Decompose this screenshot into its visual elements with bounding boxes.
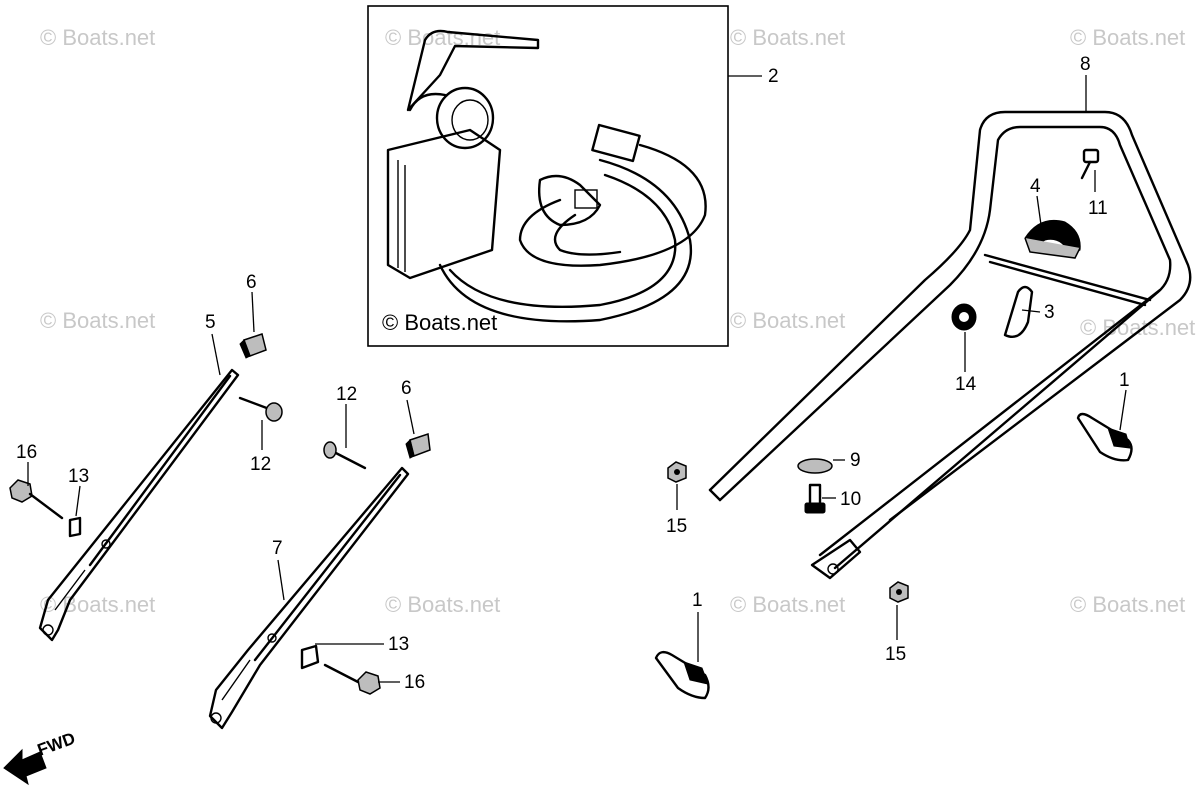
part-1-clamp-lever-left (654, 650, 710, 700)
label-part-6: 6 (401, 378, 412, 399)
label-part-13: 13 (388, 634, 409, 655)
part-5-rod (38, 368, 240, 642)
part-12-bolt-right (323, 441, 367, 470)
label-part-6: 6 (246, 272, 257, 293)
watermark: © Boats.net (1070, 25, 1185, 50)
label-part-10: 10 (840, 489, 861, 510)
part-1-clamp-lever-right (1076, 412, 1133, 462)
label-part-14: 14 (955, 374, 977, 395)
inset-box: © Boats.net (367, 5, 729, 347)
leader-lines (27, 75, 1127, 683)
part-12-bolt-left (238, 396, 283, 422)
watermark: © Boats.net (385, 592, 500, 617)
part-labels: 2 8 4 11 3 14 1 9 10 15 1 15 5 6 6 12 12… (16, 54, 1130, 693)
watermark: © Boats.net (1080, 315, 1195, 340)
watermark-layer: © Boats.net © Boats.net © Boats.net © Bo… (40, 25, 1195, 617)
watermark: © Boats.net (1070, 592, 1185, 617)
watermark: © Boats.net (730, 308, 845, 333)
label-part-5: 5 (205, 312, 216, 333)
part-13-clip-left (68, 516, 82, 538)
label-part-3: 3 (1044, 302, 1055, 323)
label-part-9: 9 (850, 450, 861, 471)
label-part-11: 11 (1088, 198, 1108, 219)
label-part-1: 1 (1119, 370, 1130, 391)
part-14-grommet (951, 303, 977, 331)
label-part-13: 13 (68, 466, 89, 487)
watermark: © Boats.net (730, 25, 845, 50)
label-part-4: 4 (1030, 176, 1041, 197)
part-3-clip (1003, 285, 1034, 339)
label-part-15: 15 (666, 516, 687, 537)
watermark: © Boats.net (40, 25, 155, 50)
part-7-rod (208, 466, 410, 730)
label-part-8: 8 (1080, 54, 1091, 75)
part-15-nut-upper (667, 461, 687, 483)
part-4-clamp (1024, 219, 1081, 259)
fwd-indicator: FWD (3, 729, 78, 786)
part-13-clip-right (300, 644, 320, 670)
label-part-12: 12 (250, 454, 271, 475)
part-16-bolt-right (323, 663, 381, 695)
label-part-12: 12 (336, 384, 357, 405)
watermark: © Boats.net (730, 592, 845, 617)
label-part-16: 16 (404, 672, 425, 693)
handle-frame (708, 110, 1192, 580)
part-11-bolt (1080, 148, 1100, 180)
label-part-2: 2 (768, 66, 779, 87)
part-16-bolt-left (9, 479, 64, 520)
label-part-7: 7 (272, 538, 283, 559)
watermark: © Boats.net (40, 592, 155, 617)
part-15-nut-lower (889, 581, 909, 603)
label-part-16: 16 (16, 442, 37, 463)
part-9-washer (797, 458, 833, 474)
fwd-label: FWD (35, 729, 78, 760)
inset-watermark: © Boats.net (382, 310, 497, 335)
watermark: © Boats.net (40, 308, 155, 333)
label-part-15: 15 (885, 644, 906, 665)
part-6-cap-left (239, 333, 267, 359)
part-10-bolt (804, 483, 826, 514)
fwd-arrow-icon (3, 748, 47, 786)
label-part-1: 1 (692, 590, 703, 611)
part-6-cap-right (405, 432, 431, 459)
